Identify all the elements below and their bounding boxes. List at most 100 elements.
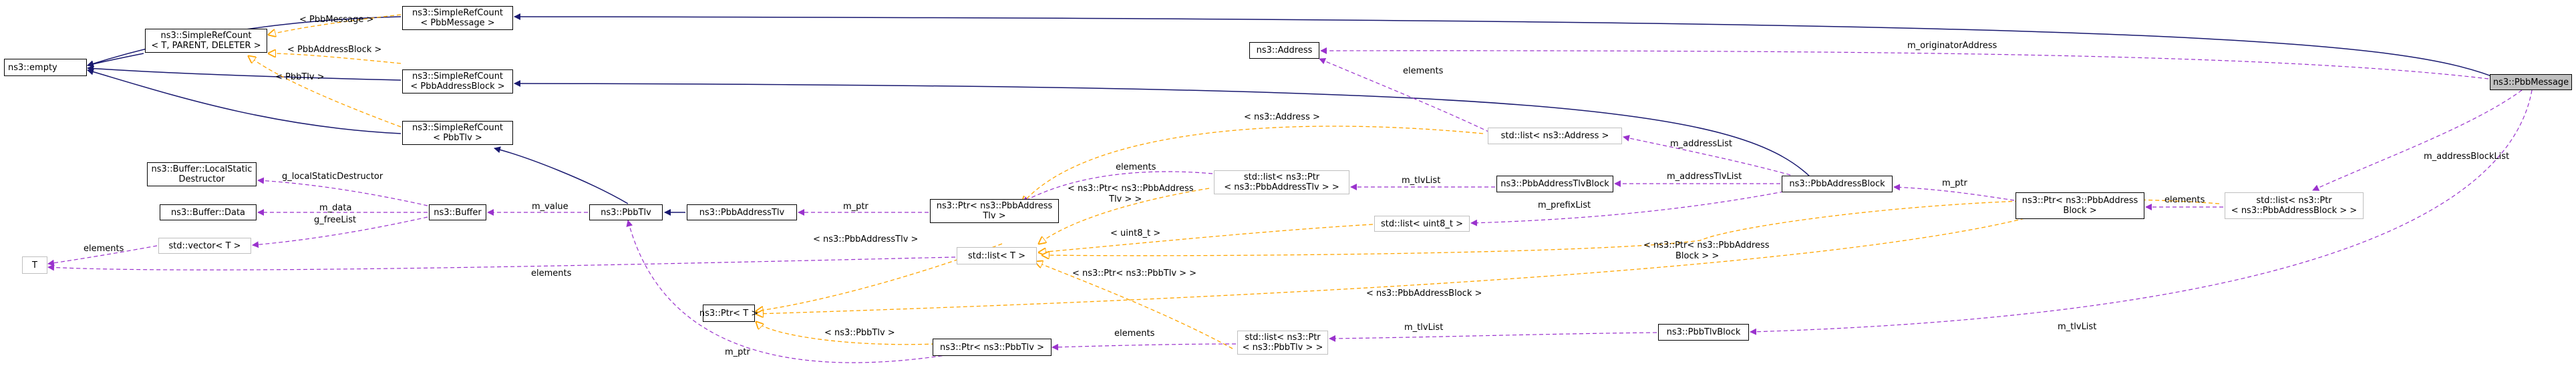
edge-tpl-ptrtlv	[1035, 262, 1233, 349]
edge-label: < ns3::PbbAddressTlv >	[813, 234, 918, 244]
class-node-pbbaddresstlv[interactable]: ns3::PbbAddressTlv	[687, 204, 797, 220]
edge-use-listptraddrtlv-ptraddrtlv	[1021, 171, 1213, 203]
class-label: std::list< ns3::Address >	[1500, 131, 1609, 141]
class-label-line2: < PbbAddressBlock >	[410, 81, 505, 91]
class-node-ptr-t[interactable]: ns3::Ptr< T >	[699, 305, 758, 322]
edge-label-line: Tlv > >	[1108, 194, 1142, 204]
class-label: ns3::Buffer::LocalStatic	[151, 164, 253, 174]
class-label-line2: < PbbMessage >	[420, 18, 495, 28]
class-node-list-t[interactable]: std::list< T >	[957, 247, 1037, 264]
class-node-pbbaddressblock[interactable]: ns3::PbbAddressBlock	[1782, 176, 1893, 192]
edge-tpl-tlv	[249, 56, 401, 128]
edge-label: < PbbMessage >	[299, 15, 373, 25]
edge-label: elements	[1403, 66, 1444, 76]
edge-tpl-pbbtlv	[756, 322, 936, 345]
edge-label: m_tlvList	[1404, 323, 1443, 333]
class-node-list-ptr-pbbaddresstlv[interactable]: std::list< ns3::Ptr < ns3::PbbAddressTlv…	[1214, 170, 1349, 194]
class-label: ns3::PbbAddressTlv	[699, 207, 785, 218]
edge-use-listt-t	[47, 256, 956, 271]
class-label: ns3::empty	[8, 62, 57, 73]
class-node-buffer-data[interactable]: ns3::Buffer::Data	[160, 204, 257, 220]
class-label-line2: Block >	[2063, 206, 2097, 216]
edge-label: elements	[1116, 162, 1156, 172]
class-node-t[interactable]: T	[22, 256, 47, 274]
class-node-ptr-pbbaddressblock[interactable]: ns3::Ptr< ns3::PbbAddress Block >	[2016, 192, 2144, 219]
edge-inherit-message-srcmsg	[514, 13, 2503, 81]
edge-label: g_localStaticDestructor	[282, 172, 383, 182]
edge-use-addrblock-listu8	[1470, 190, 1791, 226]
class-node-pbbaddresstlvblock[interactable]: ns3::PbbAddressTlvBlock	[1496, 176, 1613, 192]
class-label: ns3::SimpleRefCount	[412, 8, 504, 18]
class-node-empty[interactable]: ns3::empty	[4, 59, 87, 76]
class-node-ptr-pbbtlv[interactable]: ns3::Ptr< ns3::PbbTlv >	[933, 339, 1052, 356]
edge-use-addrblock-listaddr	[1623, 134, 1791, 176]
class-node-ptr-pbbaddresstlv[interactable]: ns3::Ptr< ns3::PbbAddress Tlv >	[930, 199, 1059, 223]
class-node-simplerefcount-pbbmessage[interactable]: ns3::SimpleRefCount < PbbMessage >	[402, 6, 513, 30]
class-label-line2: < PbbTlv >	[433, 133, 482, 143]
edge-label: m_addressTlvList	[1667, 172, 1742, 182]
edge-use-ptrab-addrblock	[1893, 184, 2015, 201]
edge-inherit-srct-empty	[87, 53, 144, 67]
edge-label: < PbbTlv >	[275, 72, 325, 82]
class-label: std::list< T >	[968, 250, 1025, 261]
edge-label: m_tlvList	[1402, 176, 1440, 186]
edge-label: < PbbAddressBlock >	[287, 45, 381, 55]
edge-use-message-tlvblock	[1750, 89, 2533, 335]
edge-label: < ns3::PbbAddressBlock >	[1366, 289, 1482, 299]
class-node-list-ptr-pbbaddressblock[interactable]: std::list< ns3::Ptr < ns3::PbbAddressBlo…	[2225, 192, 2364, 219]
class-label: ns3::PbbTlvBlock	[1666, 327, 1741, 337]
edge-inherit-pbbtlv-srctlv	[494, 146, 629, 204]
class-label: std::vector< T >	[168, 240, 241, 251]
edge-label: elements	[84, 244, 124, 254]
edge-label: < ns3::Ptr< ns3::PbbAddress Tlv > >	[1068, 184, 1196, 204]
class-label: ns3::Ptr< ns3::PbbTlv >	[939, 342, 1044, 353]
edge-label: < uint8_t >	[1110, 228, 1160, 238]
edge-use-listaddr-address	[1319, 57, 1490, 133]
class-label-line2: < ns3::PbbAddressBlock > >	[2231, 206, 2358, 216]
class-label: ns3::PbbAddressBlock	[1789, 179, 1885, 189]
edge-label: < ns3::Ptr< ns3::PbbAddress Block > >	[1643, 240, 1772, 261]
edge-label: m_prefixList	[1538, 200, 1591, 210]
edge-label: m_ptr	[1942, 178, 1968, 188]
class-label: ns3::Buffer::Data	[170, 207, 246, 218]
class-node-list-address[interactable]: std::list< ns3::Address >	[1488, 128, 1622, 144]
class-label: std::list< ns3::Ptr	[2256, 196, 2332, 206]
edge-use-ptrtlv-pbbtlv	[626, 220, 963, 363]
edge-use-listptrtlv-ptrtlv	[1052, 343, 1237, 351]
class-node-simplerefcount-pbbtlv[interactable]: ns3::SimpleRefCount < PbbTlv >	[402, 121, 513, 145]
class-label: ns3::PbbTlv	[601, 207, 651, 218]
edge-use-message-listptrab	[2312, 89, 2523, 191]
edge-label: m_tlvList	[2058, 322, 2096, 332]
edge-use-buffer-vect	[252, 216, 428, 248]
class-node-address[interactable]: ns3::Address	[1249, 42, 1319, 59]
class-node-buffer-localstaticdestructor[interactable]: ns3::Buffer::LocalStatic Destructor	[147, 162, 257, 186]
class-node-list-uint8[interactable]: std::list< uint8_t >	[1374, 216, 1470, 232]
class-node-buffer[interactable]: ns3::Buffer	[429, 204, 486, 220]
class-label-line2: < ns3::PbbTlv > >	[1242, 343, 1323, 353]
edge-tpl-msg	[269, 14, 401, 35]
class-label: ns3::SimpleRefCount	[160, 31, 252, 41]
class-node-list-ptr-pbbtlv[interactable]: std::list< ns3::Ptr < ns3::PbbTlv > >	[1237, 331, 1328, 355]
edge-inherit-addrblock-srcab	[514, 80, 1811, 178]
class-label: T	[32, 260, 37, 270]
edge-label: g_freeList	[314, 215, 356, 225]
edge-label: m_data	[319, 203, 351, 213]
edge-label: < ns3::PbbTlv >	[824, 328, 895, 338]
edge-label: m_ptr	[725, 347, 751, 357]
class-label: ns3::SimpleRefCount	[412, 123, 504, 133]
edge-label: elements	[1114, 329, 1155, 339]
edge-label-line: < ns3::Ptr< ns3::PbbAddress	[1068, 184, 1194, 194]
class-label-line2: Tlv >	[983, 211, 1006, 221]
class-node-simplerefcount-t[interactable]: ns3::SimpleRefCount < T, PARENT, DELETER…	[145, 29, 267, 53]
class-node-pbbtlv[interactable]: ns3::PbbTlv	[589, 204, 663, 220]
edge-inherit-srcab-empty	[87, 65, 401, 81]
class-label: ns3::PbbAddressTlvBlock	[1500, 179, 1609, 189]
edge-use-message-address	[1320, 47, 2489, 79]
class-label: ns3::Ptr< ns3::PbbAddress	[2022, 196, 2138, 206]
class-node-pbbmessage[interactable]: ns3::PbbMessage	[2490, 74, 2572, 90]
class-node-pbbtlvblock[interactable]: ns3::PbbTlvBlock	[1658, 324, 1749, 341]
edge-inherit-srctlv-empty	[87, 68, 401, 134]
edge-label-line: < ns3::Ptr< ns3::PbbAddress	[1643, 240, 1770, 250]
class-node-vector-t[interactable]: std::vector< T >	[158, 238, 251, 254]
class-node-simplerefcount-pbbaddressblock[interactable]: ns3::SimpleRefCount < PbbAddressBlock >	[402, 69, 513, 93]
